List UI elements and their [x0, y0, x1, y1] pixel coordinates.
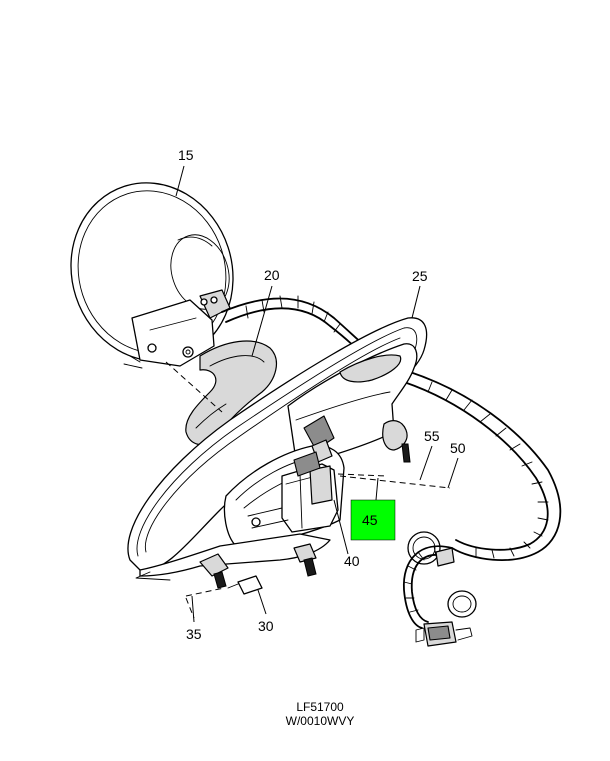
lamp-module [247, 451, 339, 533]
highlight-box-45[interactable] [350, 499, 396, 541]
drawing-reference: W/0010WVY [285, 714, 355, 728]
callout-15[interactable]: 15 [178, 147, 194, 163]
callout-40[interactable]: 40 [344, 553, 360, 569]
lower-bulb-sockets [199, 543, 317, 595]
callout-20[interactable]: 20 [264, 267, 280, 283]
callout-55[interactable]: 55 [424, 428, 440, 444]
callout-35[interactable]: 35 [186, 626, 202, 642]
callout-50[interactable]: 50 [450, 440, 466, 456]
leader-lines [165, 165, 459, 623]
drawing-number: LF51700 [296, 700, 344, 714]
callout-45[interactable]: 45 [362, 512, 378, 528]
callout-30[interactable]: 30 [258, 618, 274, 634]
callout-25[interactable]: 25 [412, 268, 428, 284]
fog-lamp-assembly [70, 182, 234, 369]
